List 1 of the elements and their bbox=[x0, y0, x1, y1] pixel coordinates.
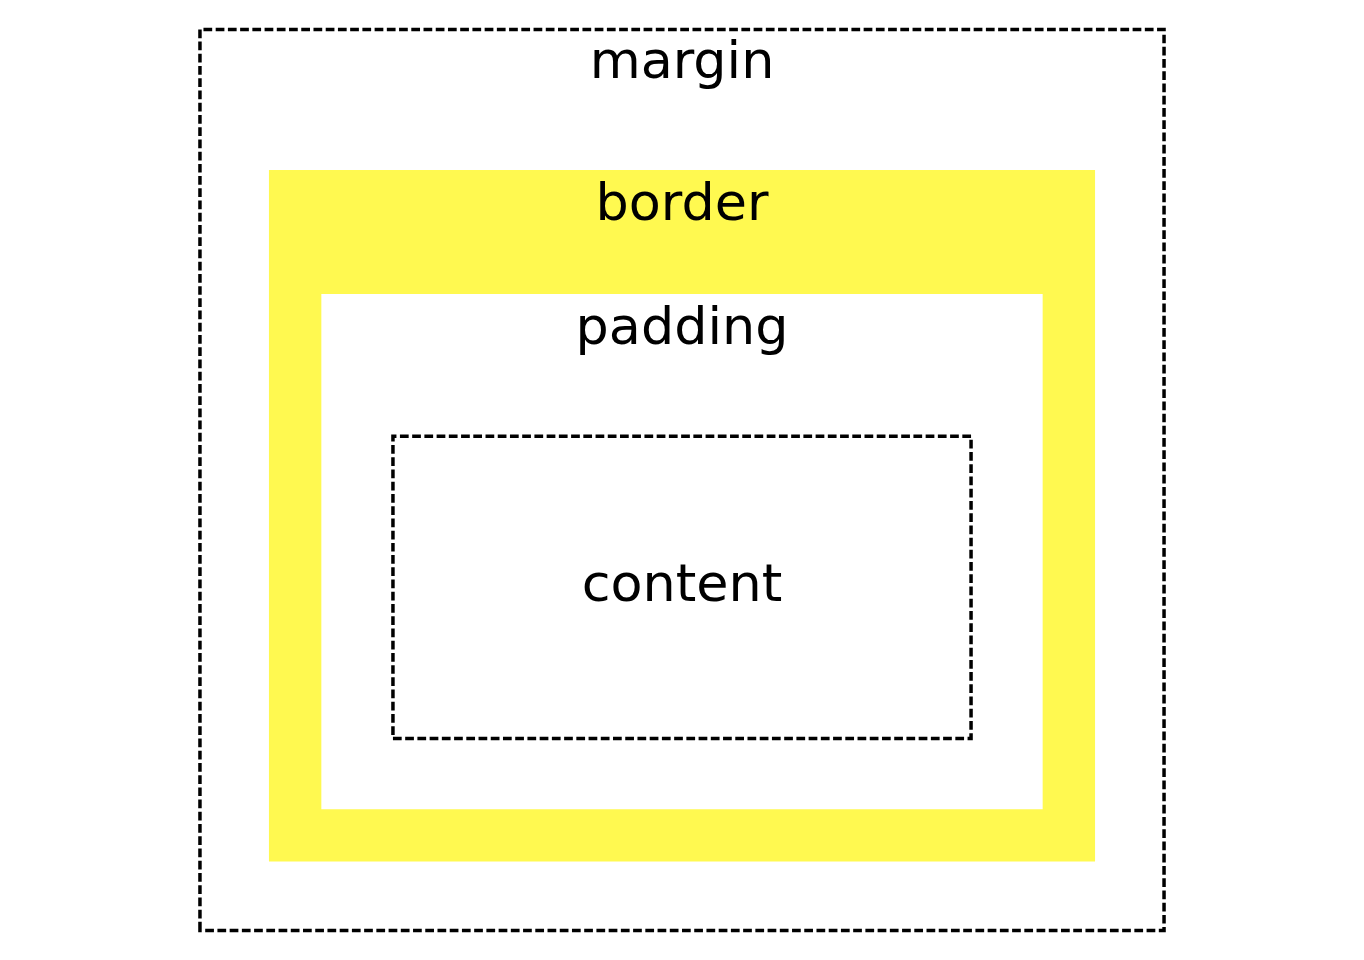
node-box: content bbox=[391, 434, 973, 741]
